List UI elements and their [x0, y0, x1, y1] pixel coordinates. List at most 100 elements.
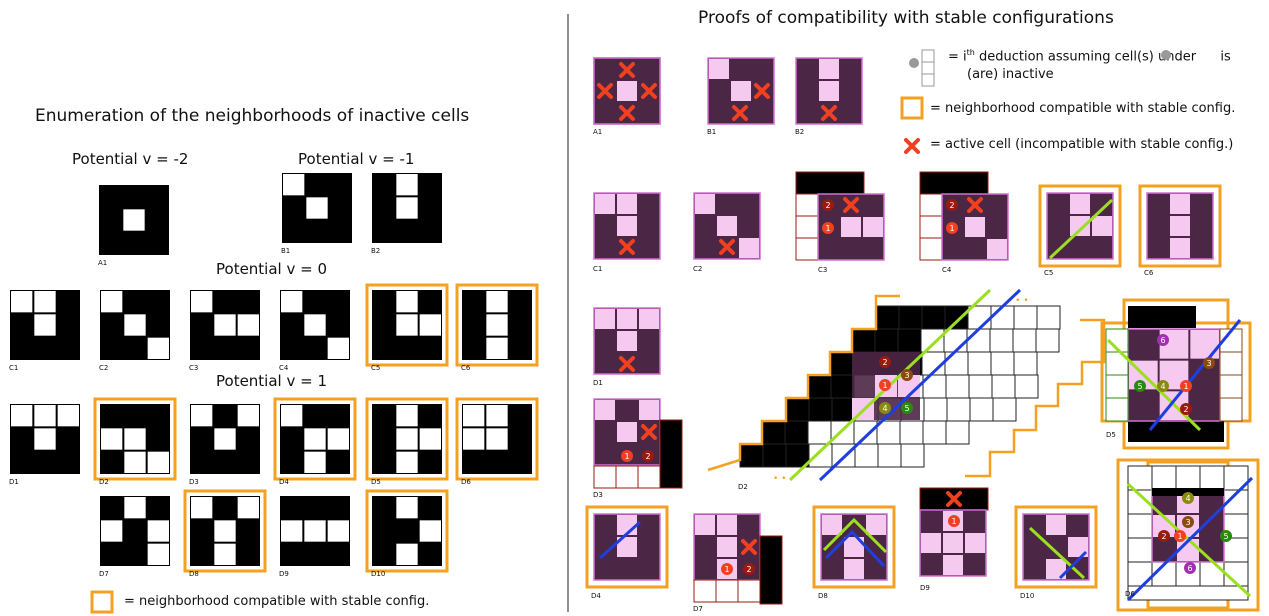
d2-dots-bottom: • • •: [773, 474, 795, 484]
d6-cell: [1199, 465, 1225, 491]
left-grid-c4-cell: [304, 314, 326, 336]
d2-cell: [991, 374, 1016, 399]
d2-blue-diagonal: [818, 288, 1022, 482]
left-grid-c1-cell: [11, 291, 33, 313]
d2-badge-2-num: 2: [882, 358, 887, 367]
c3-badge-1-num: 1: [825, 224, 830, 233]
pointer-icon: [909, 58, 919, 68]
right-grid-c1-cell: [595, 194, 615, 214]
d3-bottom-cell: [615, 465, 639, 489]
left-grid-c5-cell: [396, 314, 418, 336]
left-label-c6: C6: [461, 364, 471, 372]
d6-cell: [1127, 513, 1153, 539]
d2-cell: [992, 397, 1017, 422]
right-label-d7: D7: [693, 605, 703, 613]
left-label-d8: D8: [189, 570, 199, 578]
right-grid-d9-border: [919, 509, 987, 577]
left-grid-c3-cell: [214, 314, 236, 336]
legend-x: [904, 138, 920, 154]
right-label-c6: C6: [1144, 269, 1154, 277]
right-label-c4: C4: [942, 266, 952, 274]
left-grid-d8-cell: [191, 497, 213, 519]
left-grid-c2-cell: [101, 291, 123, 313]
left-grid-d2-cell: [101, 428, 123, 450]
d6-cell: [1175, 465, 1201, 491]
right-label-d5: D5: [1106, 431, 1116, 439]
c3-side-cell: [795, 215, 819, 239]
c4-badge-1: [946, 222, 958, 234]
d2-cell: [874, 328, 899, 353]
right-label-c1: C1: [593, 265, 602, 273]
left-grid-d2-cell: [147, 451, 169, 473]
left-grid-d4: [273, 397, 357, 481]
left-grid-d2-cell: [124, 428, 146, 450]
right-grid-d8-cell: [844, 537, 864, 557]
left-grid-a1-cell: [123, 209, 145, 231]
x-c4: [967, 197, 983, 213]
left-label-c5: C5: [371, 364, 380, 372]
d2-cell: [944, 351, 969, 376]
right-grid-c5-cell: [1070, 194, 1090, 214]
left-label-d2: D2: [99, 478, 109, 486]
legend-square-right: [900, 96, 924, 120]
left-grid-c1-cell: [34, 314, 56, 336]
d3-bottom-cell: [593, 465, 617, 489]
d6-cell: [1151, 465, 1177, 491]
right-label-a1: A1: [593, 128, 602, 136]
right-label-d6: D6: [1125, 590, 1135, 598]
d2-outline-left: [707, 294, 900, 472]
left-label-d1: D1: [9, 478, 19, 486]
right-label-d1: D1: [593, 379, 603, 387]
d5-badge-3-num: 3: [1206, 359, 1211, 368]
d2-badge-1: [879, 379, 891, 391]
d4-blue: [598, 520, 642, 560]
d6-cell: [1127, 537, 1153, 563]
left-grid-c4-cell: [327, 337, 349, 359]
d2-cell: [990, 351, 1015, 376]
left-grid-c5: [365, 283, 449, 367]
left-grid-d1-cell: [57, 405, 79, 427]
x-a1-left: [597, 83, 613, 99]
d2-cell: [966, 328, 991, 353]
d2-cell: [945, 420, 970, 445]
left-grid-d7: [100, 496, 170, 566]
right-grid-c2-cell: [739, 238, 759, 258]
d7-bottom-cell: [715, 579, 739, 603]
right-grid-d1-cell: [639, 309, 659, 329]
d2-cell: [921, 305, 946, 330]
left-grid-d9-cell: [327, 520, 349, 542]
left-grid-d4-cell: [281, 405, 303, 427]
legend-compatible-right: = neighborhood compatible with stable co…: [930, 101, 1236, 116]
left-grid-d6-cell: [463, 405, 485, 427]
right-grid-c6-cell: [1170, 238, 1190, 258]
right-grid-d9-cell: [921, 533, 941, 553]
d7-badge-2: [743, 563, 755, 575]
right-grid-d10-cell: [1068, 537, 1088, 557]
d5-badge-5-num: 5: [1137, 382, 1142, 391]
d2-cell: [877, 443, 902, 468]
left-grid-d1-cell: [11, 405, 33, 427]
d2-badge-2: [879, 356, 891, 368]
d2-dots-top: • • •: [1007, 296, 1029, 306]
left-grid-b2: [372, 173, 442, 243]
right-grid-c3-border: [817, 193, 885, 261]
d2-cell: [944, 305, 969, 330]
d2-badge-1-num: 1: [882, 381, 887, 390]
d2-cell: [830, 374, 855, 399]
c4-side-cell: [919, 193, 943, 217]
d3-badge-1: [621, 450, 633, 462]
c3-side-cell: [795, 193, 819, 217]
d7-badge-2-num: 2: [746, 565, 751, 574]
right-grid-b2-border: [795, 57, 863, 125]
legend-deduction-line1: = ith deduction assuming cell(s) under i…: [948, 48, 1231, 65]
left-grid-d4-cell: [304, 428, 326, 450]
left-label-c4: C4: [279, 364, 289, 372]
right-grid-b1-cell: [709, 59, 729, 79]
right-grid-c4-cell: [987, 239, 1007, 259]
left-grid-d10: [365, 489, 449, 573]
d2-badge-5-num: 5: [904, 404, 909, 413]
left-grid-c1-cell: [34, 291, 56, 313]
right-grid-a1-inner-border: [593, 57, 661, 125]
right-grid-c2-cell: [717, 216, 737, 236]
right-grid-b2-cell: [819, 59, 839, 79]
